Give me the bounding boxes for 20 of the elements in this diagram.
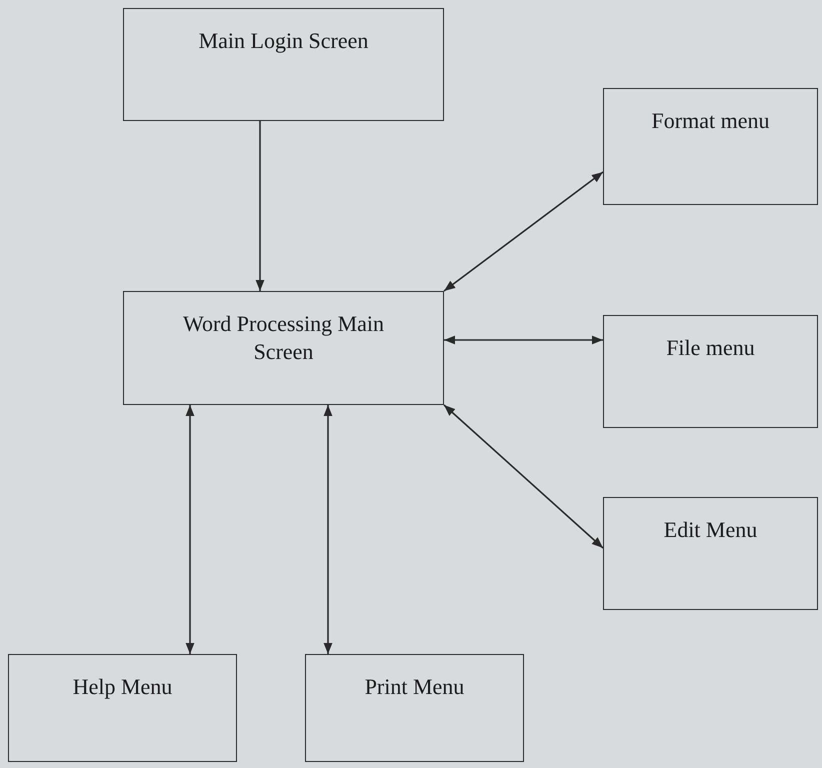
arrow: [444, 336, 603, 344]
arrow: [444, 171, 604, 292]
box-label: Print Menu: [364, 673, 464, 701]
box-label: Edit Menu: [664, 516, 758, 544]
screen-box: [603, 497, 818, 610]
arrow: [324, 405, 332, 654]
screen-box: [123, 8, 444, 121]
box-label: Main Login Screen: [198, 27, 368, 55]
screen-box: [123, 291, 444, 405]
screen-box: [8, 654, 237, 762]
screen-box: [603, 88, 818, 205]
arrow: [256, 121, 264, 291]
box-label: Word Processing Main Screen: [182, 310, 386, 366]
box-label: File menu: [666, 334, 755, 362]
box-label: Help Menu: [72, 673, 172, 701]
screen-box: [305, 654, 524, 762]
arrow: [186, 405, 194, 654]
arrow: [443, 404, 604, 549]
screen-box: [603, 315, 818, 428]
box-label: Format menu: [652, 107, 770, 135]
